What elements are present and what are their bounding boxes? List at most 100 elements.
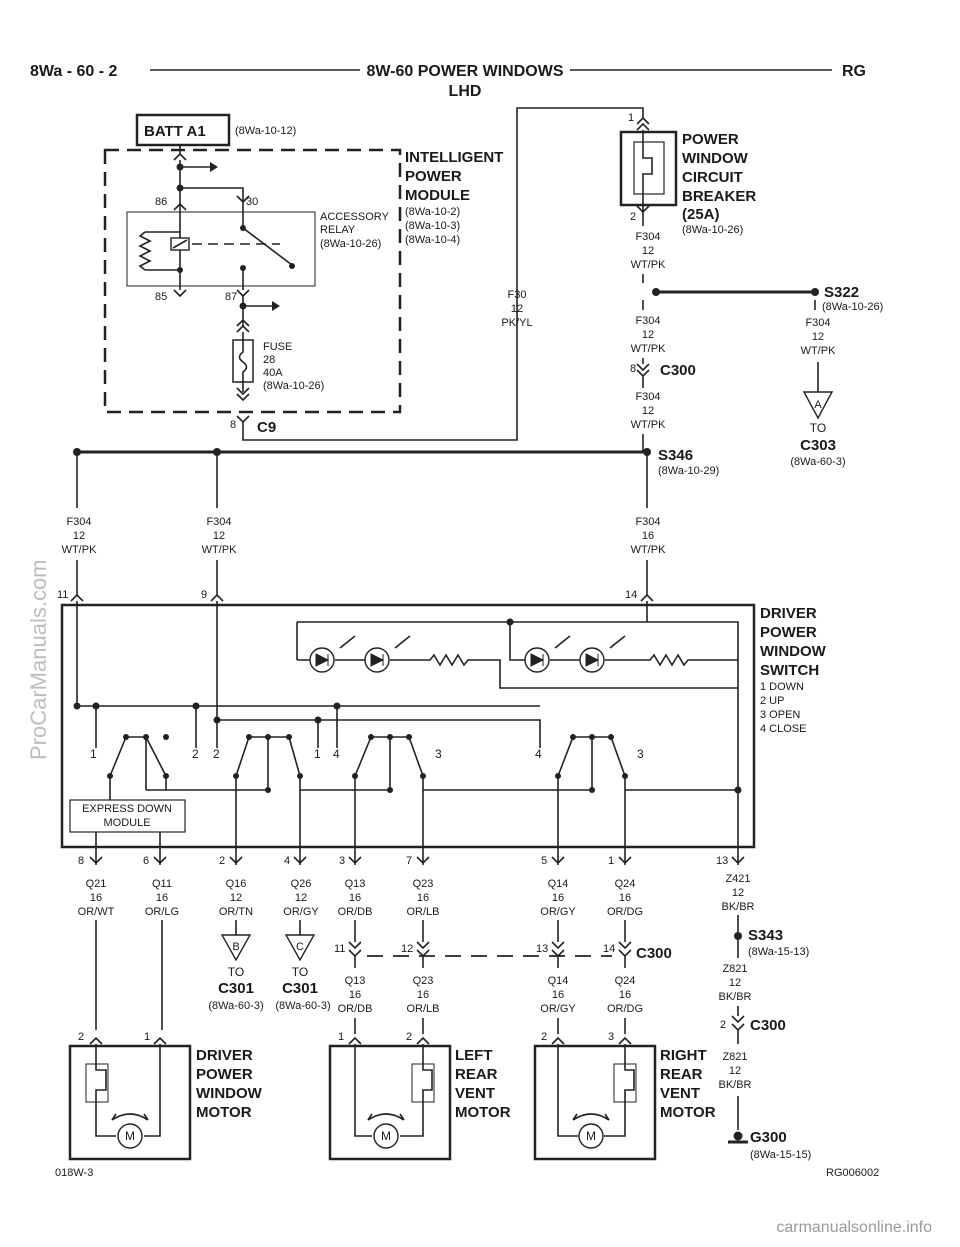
svg-text:4: 4: [333, 747, 340, 761]
svg-text:3: 3: [339, 855, 345, 867]
svg-text:MODULE: MODULE: [405, 187, 470, 204]
svg-text:12: 12: [213, 530, 225, 542]
svg-text:B: B: [232, 941, 239, 953]
f30-wire-label: F30 12 PK/YL: [501, 289, 532, 329]
svg-text:7: 7: [406, 855, 412, 867]
s322-label: S322: [824, 284, 859, 301]
c303-name: C303: [800, 437, 836, 454]
svg-text:12: 12: [642, 405, 654, 417]
c9-label: C9: [257, 419, 276, 436]
accessory-relay-box: [126, 211, 316, 287]
svg-text:Q13: Q13: [345, 878, 366, 890]
svg-text:Q24: Q24: [615, 878, 636, 890]
svg-text:C: C: [296, 941, 304, 953]
svg-text:12: 12: [401, 943, 413, 955]
svg-text:SWITCH: SWITCH: [760, 662, 819, 679]
svg-text:OR/DG: OR/DG: [607, 906, 643, 918]
svg-text:16: 16: [156, 892, 168, 904]
svg-text:POWER: POWER: [682, 131, 739, 148]
f304-sw9-label: F304 12 WT/PK: [202, 516, 237, 556]
ipm-title: INTELLIGENT POWER MODULE (8Wa-10-2) (8Wa…: [405, 149, 503, 246]
svg-text:A: A: [814, 399, 822, 411]
svg-text:(25A): (25A): [682, 206, 720, 223]
svg-text:2: 2: [406, 1031, 412, 1043]
right-rear-vent-motor: [533, 1044, 657, 1161]
svg-text:16: 16: [642, 530, 654, 542]
svg-text:OR/GY: OR/GY: [283, 906, 319, 918]
driver-power-window-switch-box: [60, 603, 756, 849]
f30-wire: [236, 107, 644, 441]
svg-text:F304: F304: [635, 315, 660, 327]
svg-text:Q14: Q14: [548, 975, 569, 987]
illumination-circuit: [296, 601, 739, 840]
c9-pin: 8: [230, 419, 236, 431]
switch-led: [309, 635, 626, 673]
svg-text:1: 1: [144, 1031, 150, 1043]
svg-text:M: M: [125, 1129, 135, 1143]
svg-text:F304: F304: [206, 516, 231, 528]
svg-text:BREAKER: BREAKER: [682, 188, 756, 205]
svg-text:13: 13: [716, 855, 728, 867]
svg-text:F30: F30: [508, 289, 527, 301]
svg-text:(8Wa-60-3): (8Wa-60-3): [275, 1000, 330, 1012]
svg-text:(8Wa-10-26): (8Wa-10-26): [320, 238, 381, 250]
svg-text:2 UP: 2 UP: [760, 695, 784, 707]
svg-text:WT/PK: WT/PK: [631, 419, 666, 431]
f304-breaker-label: F304 12 WT/PK: [631, 231, 666, 271]
svg-text:16: 16: [619, 892, 631, 904]
svg-text:1: 1: [608, 855, 614, 867]
svg-text:16: 16: [417, 892, 429, 904]
svg-text:16: 16: [417, 989, 429, 1001]
svg-text:11: 11: [334, 943, 345, 955]
sw-pin-11: 11: [57, 589, 68, 601]
svg-text:POWER: POWER: [405, 168, 462, 185]
svg-text:(8Wa-10-2): (8Wa-10-2): [405, 206, 460, 218]
power-window-circuit-breaker: [619, 130, 678, 207]
svg-text:Q21: Q21: [86, 878, 107, 890]
right-motor-symbol: [578, 1123, 604, 1149]
svg-text:C301: C301: [282, 980, 318, 997]
svg-text:DRIVER: DRIVER: [196, 1047, 253, 1064]
svg-text:16: 16: [552, 989, 564, 1001]
svg-text:Q26: Q26: [291, 878, 312, 890]
f304-sw14-label: F304 16 WT/PK: [631, 516, 666, 556]
s343-label: S343: [748, 927, 783, 944]
svg-text:16: 16: [619, 989, 631, 1001]
ipm-outline: [103, 148, 402, 414]
svg-text:4: 4: [284, 855, 290, 867]
svg-text:TO: TO: [292, 965, 308, 979]
svg-text:WT/PK: WT/PK: [801, 345, 836, 357]
svg-text:WT/PK: WT/PK: [202, 544, 237, 556]
svg-text:16: 16: [349, 892, 361, 904]
section-code: RG: [842, 63, 866, 80]
svg-text:MODULE: MODULE: [103, 817, 150, 829]
svg-text:Q16: Q16: [226, 878, 247, 890]
svg-text:OR/LB: OR/LB: [406, 1003, 439, 1015]
right-vent-motor-title: RIGHT REAR VENT MOTOR: [660, 1047, 716, 1121]
relay-coil: [138, 215, 181, 290]
svg-text:MOTOR: MOTOR: [660, 1104, 716, 1121]
svg-text:REAR: REAR: [455, 1066, 498, 1083]
svg-text:12: 12: [642, 245, 654, 257]
breaker-title: POWER WINDOW CIRCUIT BREAKER (25A) (8Wa-…: [682, 131, 756, 236]
svg-text:1: 1: [338, 1031, 344, 1043]
svg-text:WT/PK: WT/PK: [631, 544, 666, 556]
svg-text:OR/LB: OR/LB: [406, 906, 439, 918]
batt-a1-box: [135, 113, 231, 147]
footer-left-code: 018W-3: [55, 1167, 93, 1179]
relay-pin-86: 86: [155, 196, 167, 208]
svg-text:1 DOWN: 1 DOWN: [760, 681, 804, 693]
svg-text:28: 28: [263, 354, 275, 366]
svg-text:BK/BR: BK/BR: [721, 901, 754, 913]
svg-text:3 OPEN: 3 OPEN: [760, 709, 800, 721]
svg-text:F304: F304: [635, 231, 660, 243]
